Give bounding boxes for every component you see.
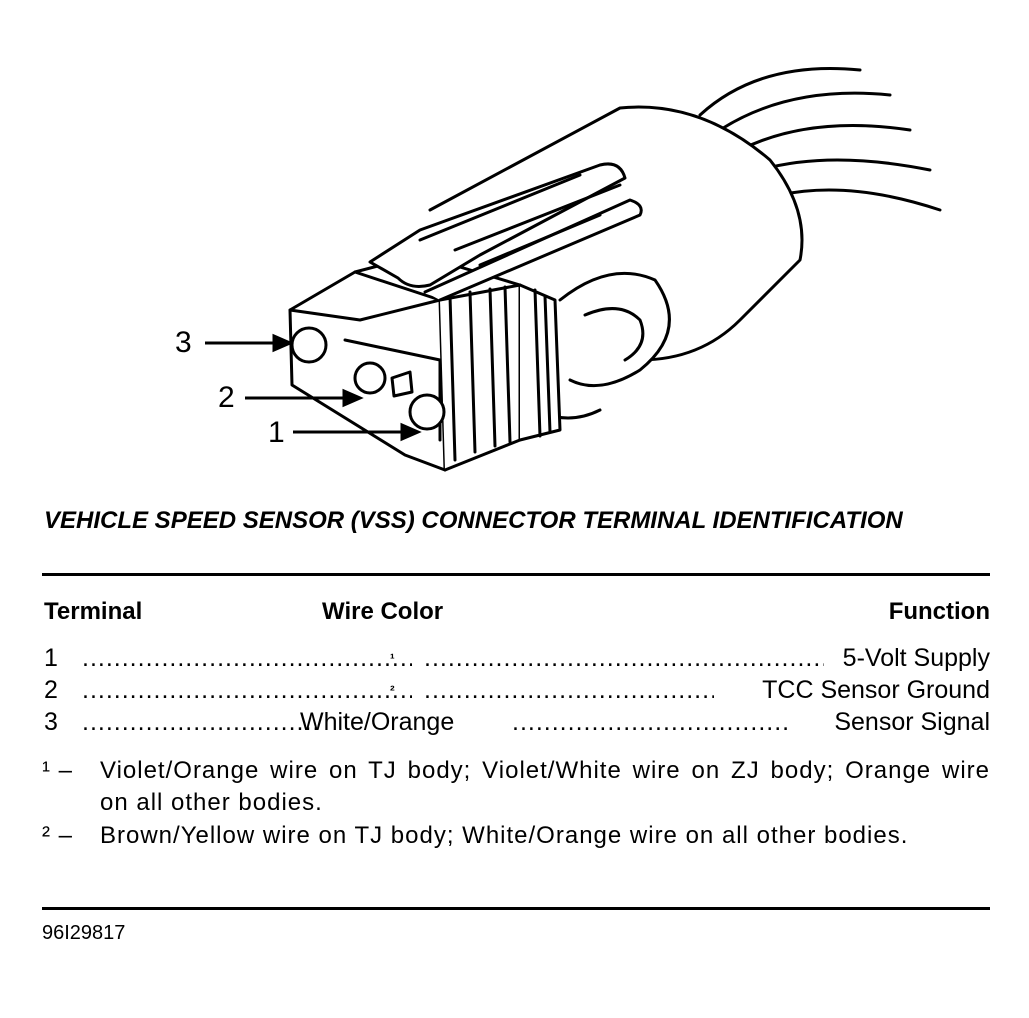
terminal-number: 3 <box>44 708 58 736</box>
callout-label-1: 1 <box>268 416 285 449</box>
leader-dots: ........................................… <box>424 644 824 672</box>
title-divider <box>42 573 990 576</box>
leader-dots: ........................................… <box>82 676 412 704</box>
footnote-2: ² – Brown/Yellow wire on TJ body; White/… <box>42 820 990 884</box>
callout-label-2: 2 <box>218 381 235 414</box>
table-row: 2 ......................................… <box>42 676 990 708</box>
table-row: 1 ......................................… <box>42 644 990 676</box>
leader-dots: ........................................… <box>512 708 792 736</box>
leader-dots: ........................................… <box>82 644 412 672</box>
footnote-1: ¹ – Violet/Orange wire on TJ body; Viole… <box>42 755 990 819</box>
footnote-marker: ¹ – <box>42 757 74 784</box>
connector-illustration <box>205 66 942 472</box>
terminal-function: Sensor Signal <box>834 708 990 736</box>
terminal-number: 2 <box>44 676 58 704</box>
footnote-text: Violet/Orange wire on TJ body; Violet/Wh… <box>100 757 990 816</box>
footnote-text: Brown/Yellow wire on TJ body; White/Oran… <box>100 822 909 849</box>
footnote-marker: ² – <box>42 822 74 849</box>
table-row: 3 ......................................… <box>42 708 990 740</box>
figure-id: 96I29817 <box>42 922 126 944</box>
header-terminal: Terminal <box>44 598 143 625</box>
wire-color: ¹ <box>390 650 395 666</box>
header-wire-color: Wire Color <box>322 598 444 625</box>
leader-dots: ........................................… <box>424 676 714 704</box>
wire-color: ² <box>390 682 395 698</box>
leader-dots: ........................................… <box>82 708 322 736</box>
terminal-function: TCC Sensor Ground <box>762 676 990 704</box>
figure-title: VEHICLE SPEED SENSOR (VSS) CONNECTOR TER… <box>44 507 903 534</box>
wire-color: White/Orange <box>300 708 455 736</box>
terminal-function: 5-Volt Supply <box>842 644 990 672</box>
footer-divider <box>42 907 990 910</box>
callout-label-3: 3 <box>175 326 192 359</box>
terminal-number: 1 <box>44 644 58 672</box>
header-function: Function <box>888 598 990 625</box>
